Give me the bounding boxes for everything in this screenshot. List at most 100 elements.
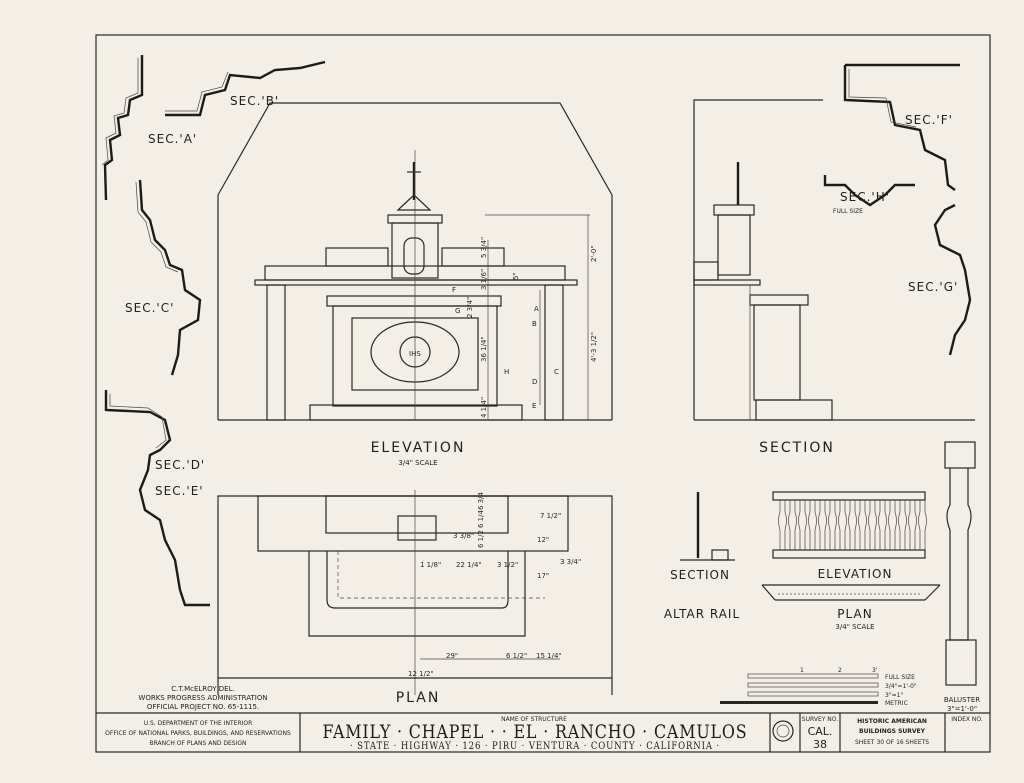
scale-label-metric: METRIC xyxy=(885,700,908,707)
monogram: IHS xyxy=(409,350,421,358)
rail-baluster xyxy=(908,500,917,550)
rail-baluster xyxy=(818,500,827,550)
altar-section xyxy=(693,99,975,421)
plan-dim-10: 15 1/4" xyxy=(536,652,562,660)
altar-elevation xyxy=(217,102,613,421)
agency-line-2: OFFICE OF NATIONAL PARKS, BUILDINGS, AND… xyxy=(105,730,291,737)
rail-baluster xyxy=(838,500,847,550)
rail-baluster xyxy=(798,500,807,550)
letter-a: A xyxy=(534,305,539,313)
rail-baluster xyxy=(858,500,867,550)
survey-label: SURVEY NO. xyxy=(802,716,838,723)
rail-baluster xyxy=(848,500,857,550)
letter-c: C xyxy=(554,368,559,376)
plan-dim-14: 6 1/4 xyxy=(477,510,485,528)
rail-baluster xyxy=(828,500,837,550)
scale-bar xyxy=(720,673,879,704)
scale-label-full: FULL SIZE xyxy=(885,674,915,681)
baluster-detail xyxy=(944,441,977,686)
label-sec-d: SEC.'D' xyxy=(155,458,205,472)
rail-baluster xyxy=(778,500,787,550)
label-sec-g: SEC.'G' xyxy=(908,280,958,294)
name-of-structure-label: NAME OF STRUCTURE xyxy=(501,716,567,723)
sheet-border xyxy=(95,34,991,753)
profile-sec-d-e xyxy=(104,390,210,607)
label-sec-b: SEC.'B' xyxy=(230,94,279,108)
rail-baluster xyxy=(808,500,817,550)
plan-dim-8: 29" xyxy=(446,652,458,660)
agency-line-3: BRANCH OF PLANS AND DESIGN xyxy=(150,740,247,747)
altar-plan xyxy=(217,490,613,695)
label-sec-h-note: FULL SIZE xyxy=(833,208,863,215)
plan-dim-9: 6 1/2" xyxy=(506,652,527,660)
structure-name: FAMILY · CHAPEL · · EL · RANCHO · CAMULO… xyxy=(323,721,748,743)
survey-prefix: CAL. xyxy=(808,725,833,738)
baluster-scale: 3"=1'-0" xyxy=(947,705,977,713)
elevation-title: ELEVATION xyxy=(371,440,466,456)
dim-3: 2 3/4" xyxy=(466,297,474,318)
altar-rail-title: ALTAR RAIL xyxy=(664,607,740,621)
rail-plan-scale: 3/4" SCALE xyxy=(835,623,874,631)
plan-dim-13: 6 1/2 xyxy=(477,530,485,548)
credit-delineator: C.T.McELROY DEL. xyxy=(171,685,234,693)
plan-dim-6: 22 1/4" xyxy=(456,561,482,569)
letter-b: B xyxy=(532,320,537,328)
label-sec-h: SEC.'H' xyxy=(840,190,890,204)
letter-f: F xyxy=(452,286,456,294)
section-title: SECTION xyxy=(759,440,835,456)
credit-project: OFFICIAL PROJECT NO. 65-1115. xyxy=(147,703,259,711)
rail-baluster xyxy=(868,500,877,550)
dim-height-top: 2'-0" xyxy=(590,245,598,262)
habs-line-2: BUILDINGS SURVEY xyxy=(859,728,926,735)
index-label: INDEX NO. xyxy=(951,716,983,723)
rail-elevation-title: ELEVATION xyxy=(818,567,893,581)
rail-plan-title: PLAN xyxy=(837,607,872,621)
structure-location: · STATE · HIGHWAY · 126 · PIRU · VENTURA… xyxy=(350,741,720,752)
dim-height-main: 4'-3 1/2" xyxy=(590,332,598,362)
profile-sec-g xyxy=(933,203,972,356)
elevation-scale: 3/4" SCALE xyxy=(398,459,437,467)
dim-1: 5 3/4" xyxy=(480,237,488,258)
credit-wpa: WORKS PROGRESS ADMINISTRATION xyxy=(138,694,267,702)
profile-sec-b xyxy=(165,60,326,117)
survey-number: 38 xyxy=(813,738,827,751)
plan-title: PLAN xyxy=(396,690,441,706)
altar-rail xyxy=(680,491,941,601)
rail-baluster xyxy=(878,500,887,550)
scale-label-34: 3/4"=1'-0" xyxy=(885,683,917,690)
rail-baluster xyxy=(888,500,897,550)
dim-5: 4 1/4" xyxy=(480,397,488,418)
plan-dim-2: 12" xyxy=(537,536,549,544)
rail-baluster xyxy=(918,500,927,550)
letter-d: D xyxy=(532,378,537,386)
rail-section-title: SECTION xyxy=(670,568,730,582)
dim-2: 3 1/6" xyxy=(480,269,488,290)
plan-dim-3: 17" xyxy=(537,572,549,580)
rail-baluster xyxy=(898,500,907,550)
seal-icon xyxy=(772,720,794,742)
baluster-title: BALUSTER xyxy=(944,696,980,704)
plan-dim-12: 3 3/8" xyxy=(453,532,474,540)
letter-g: G xyxy=(455,307,460,315)
label-sec-a: SEC.'A' xyxy=(148,132,197,146)
scale-tick-1: 1 xyxy=(800,667,804,674)
plan-dim-4: 3 3/4" xyxy=(560,558,581,566)
plan-dim-15: 6 3/4 xyxy=(477,492,485,510)
profile-sec-a xyxy=(101,55,144,201)
rail-baluster xyxy=(788,500,797,550)
letter-h: H xyxy=(504,368,509,376)
plan-dim-7: 3 1/2" xyxy=(497,561,518,569)
sheet-number: SHEET 30 OF 16 SHEETS xyxy=(855,739,929,746)
scale-label-3: 3"=1" xyxy=(885,692,903,699)
dim-step: 5" xyxy=(512,272,520,280)
profile-sec-h xyxy=(823,175,915,207)
letter-e: E xyxy=(532,402,536,410)
plan-dim-5: 1 1/8" xyxy=(420,561,441,569)
profile-sec-f xyxy=(843,63,960,191)
plan-dim-1: 7 1/2" xyxy=(540,512,561,520)
label-sec-e: SEC.'E' xyxy=(155,484,204,498)
scale-tick-3: 3' xyxy=(872,667,878,674)
scale-tick-2: 2 xyxy=(838,667,842,674)
agency-line-1: U.S. DEPARTMENT OF THE INTERIOR xyxy=(144,720,253,727)
